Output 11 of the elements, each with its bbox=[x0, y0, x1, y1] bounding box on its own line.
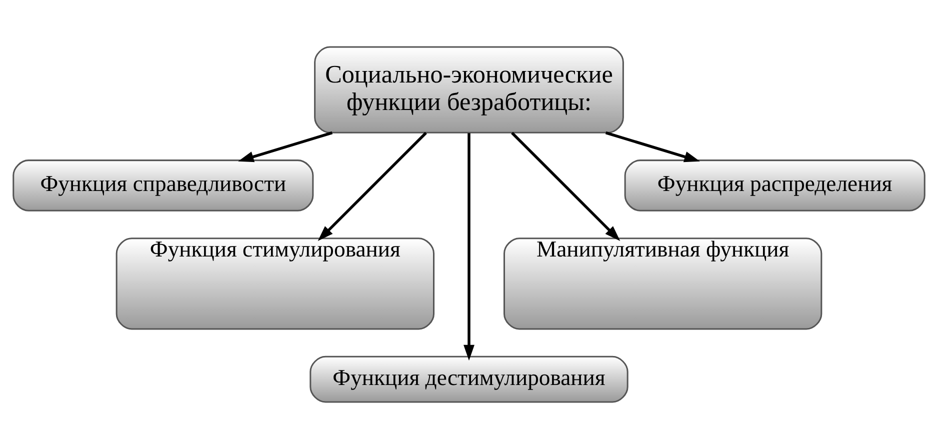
node-box: Манипулятивная функция bbox=[503, 237, 822, 330]
node-box: Социально-экономические функции безработицы: bbox=[314, 46, 624, 133]
node-box: Функция дестимулирования bbox=[310, 355, 628, 402]
node-box: Функция справедливости bbox=[12, 159, 314, 211]
arrow bbox=[605, 130, 700, 162]
arrow bbox=[238, 130, 333, 162]
arrow bbox=[318, 131, 427, 241]
arrow bbox=[464, 132, 474, 360]
arrow bbox=[511, 131, 620, 241]
node-box: Функция распределения bbox=[624, 159, 926, 211]
node-box: Функция стимулирования bbox=[116, 237, 435, 330]
